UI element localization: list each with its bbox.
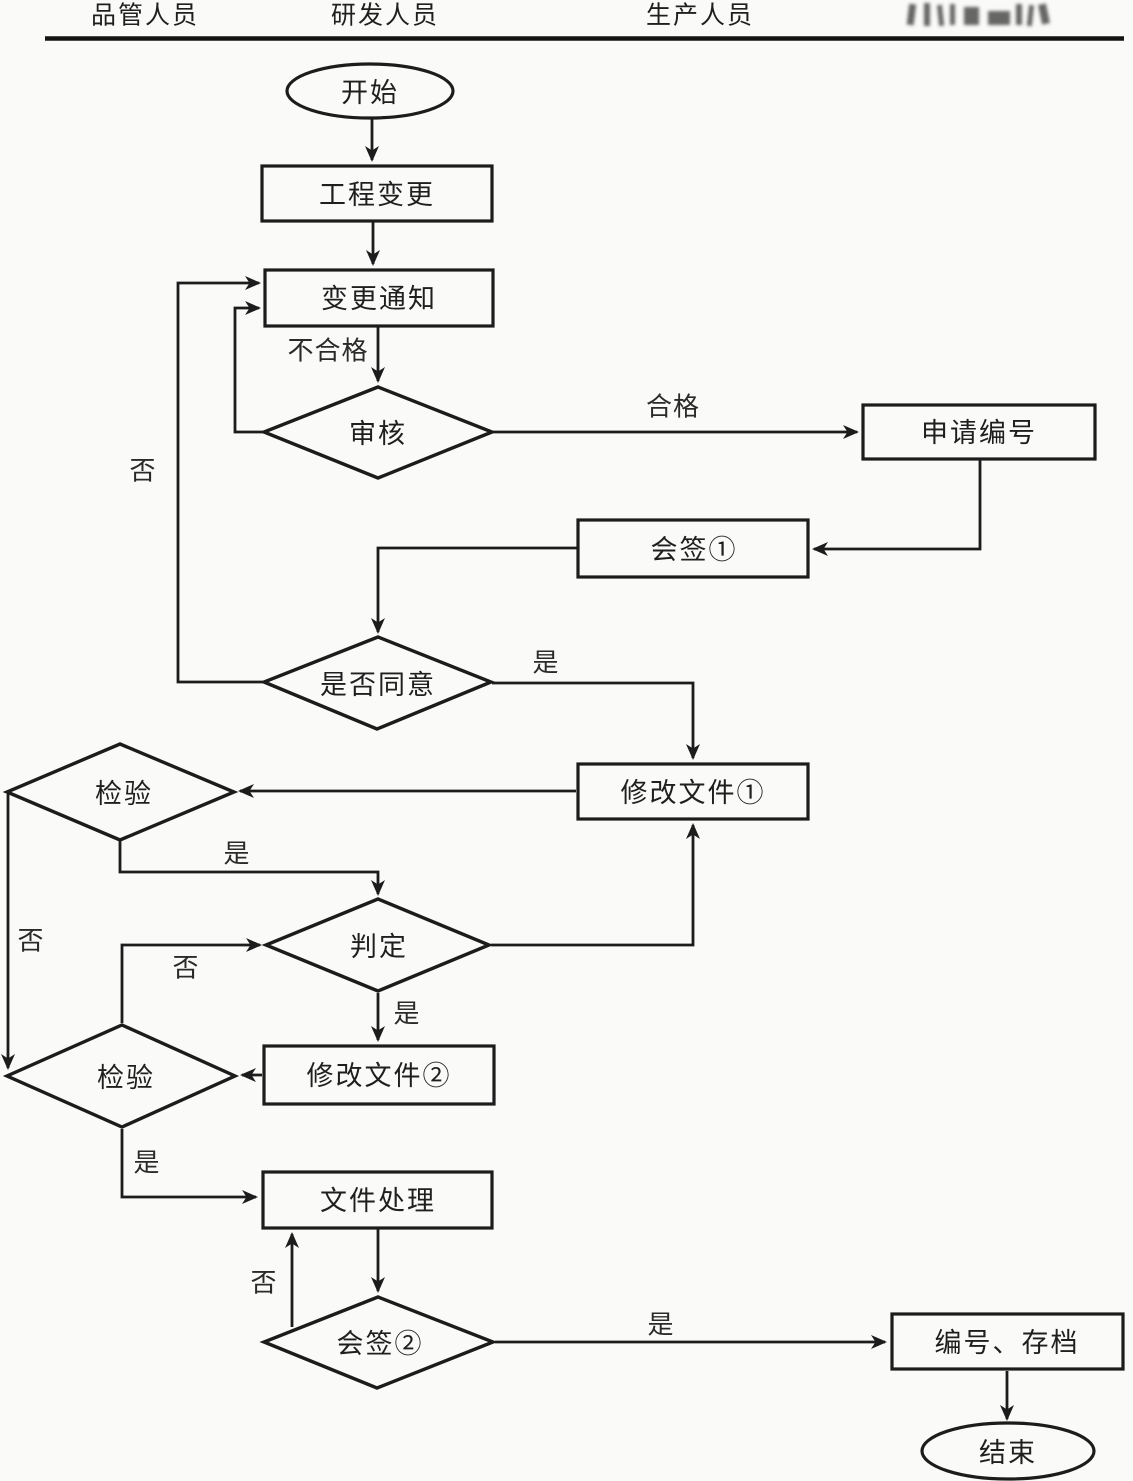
doc-handling-box: [261, 1170, 494, 1230]
inspect2-diamond: [2, 1023, 240, 1129]
start-terminator-shape: [285, 62, 455, 120]
lane-header: 品管人员 研发人员 生产人员: [45, 2, 1124, 41]
label-agree-no: 否: [129, 457, 156, 486]
end-terminator-shape: [920, 1421, 1096, 1481]
change-notice-label: 变更通知: [321, 284, 437, 314]
edge-judge-to-modify-doc1-return: [491, 823, 700, 947]
countersign2-label: 会签②: [337, 1329, 424, 1359]
agree-diamond: [259, 635, 496, 731]
start-label: 开始: [341, 78, 399, 108]
label-judge-yes: 是: [393, 1000, 420, 1029]
label-agree-yes: 是: [532, 649, 559, 678]
node-modify-doc1: 修改文件①: [576, 762, 810, 821]
judge-label: 判定: [350, 932, 408, 962]
edge-inspect2-yes-to-doc-handling: [120, 1129, 258, 1204]
node-judge: 判定: [261, 897, 494, 993]
label-judge-no: 否: [172, 954, 199, 983]
countersign2-diamond: [259, 1295, 498, 1390]
change-notice-box: [263, 268, 495, 328]
apply-number-box: [861, 403, 1097, 461]
number-archive-box: [890, 1312, 1125, 1371]
edge-labels: 不合格 合格 否 是 是 否 否 是 是 否 是: [17, 337, 700, 1340]
label-inspect1-yes: 是: [223, 840, 250, 869]
engineering-change-box: [260, 164, 494, 223]
countersign1-label: 会签①: [651, 535, 738, 565]
number-archive-label: 编号、存档: [935, 1328, 1080, 1358]
node-number-archive: 编号、存档: [890, 1312, 1125, 1371]
node-countersign1: 会签①: [576, 518, 810, 579]
node-inspect2: 检验: [2, 1023, 240, 1129]
label-inspect2-yes: 是: [133, 1149, 160, 1178]
node-change-notice: 变更通知: [263, 268, 495, 328]
label-countersign2-yes: 是: [647, 1311, 674, 1340]
edges: [1, 119, 1014, 1421]
lane-title-rnd: 研发人员: [331, 2, 439, 30]
edge-apply-number-to-countersign1: [812, 459, 982, 556]
apply-number-label: 申请编号: [921, 418, 1037, 448]
node-countersign2: 会签②: [259, 1295, 498, 1390]
cropped-watermark-artifact: [906, 3, 1050, 27]
doc-handling-label: 文件处理: [320, 1186, 436, 1216]
review-diamond: [259, 385, 497, 480]
node-doc-handling: 文件处理: [261, 1170, 494, 1230]
engineering-change-label: 工程变更: [319, 180, 435, 210]
lane-title-production: 生产人员: [646, 2, 754, 30]
modify-doc1-box: [576, 762, 810, 821]
end-label: 结束: [979, 1438, 1037, 1468]
modify-doc2-label: 修改文件②: [307, 1061, 452, 1091]
edge-inspect2-no-to-judge: [120, 938, 262, 1023]
inspect2-label: 检验: [97, 1063, 155, 1093]
node-apply-number: 申请编号: [861, 403, 1097, 461]
review-label: 审核: [349, 419, 407, 449]
label-inspect1-no: 否: [17, 927, 44, 956]
label-review-pass: 合格: [646, 393, 700, 422]
node-engineering-change: 工程变更: [260, 164, 494, 223]
node-end: 结束: [920, 1421, 1096, 1481]
edge-countersign1-to-agree: [371, 546, 577, 634]
lane-title-quality: 品管人员: [91, 2, 199, 30]
modify-doc2-box: [262, 1044, 496, 1106]
node-agree: 是否同意: [259, 635, 496, 731]
agree-label: 是否同意: [320, 670, 436, 700]
node-inspect1: 检验: [2, 742, 239, 842]
label-review-fail: 不合格: [287, 337, 368, 366]
node-review: 审核: [259, 385, 497, 480]
node-modify-doc2: 修改文件②: [262, 1044, 496, 1106]
modify-doc1-label: 修改文件①: [621, 778, 766, 808]
inspect1-diamond: [2, 742, 239, 842]
node-start: 开始: [285, 62, 455, 120]
edge-agree-yes-to-modify-doc1: [492, 681, 700, 760]
label-countersign2-no: 否: [250, 1269, 277, 1298]
countersign1-box: [576, 518, 810, 579]
edge-agree-no-loop: [176, 276, 263, 684]
edge-review-fail-loop: [233, 301, 266, 434]
inspect1-label: 检验: [95, 779, 153, 809]
edge-inspect1-yes-to-judge: [118, 841, 385, 896]
judge-diamond: [261, 897, 494, 993]
